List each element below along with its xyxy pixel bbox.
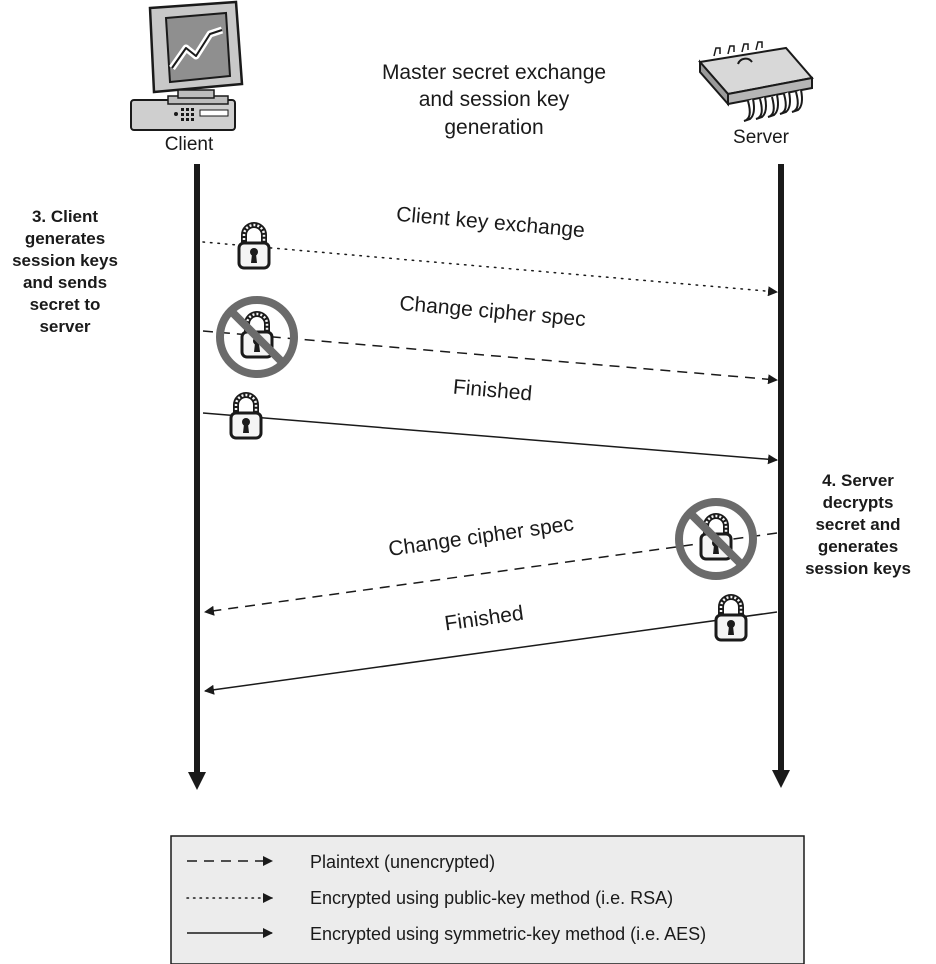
server-note-line: secret and	[815, 515, 900, 534]
diagram-title-line-3: generation	[444, 116, 543, 139]
legend-box	[170, 835, 805, 964]
chip-icon	[698, 41, 814, 122]
message-arrow	[204, 532, 778, 616]
message-arrow	[202, 412, 778, 465]
message-label: Change cipher spec	[387, 512, 575, 561]
message-arrow	[204, 611, 778, 695]
lock-icon-crossed	[675, 498, 757, 580]
client-note-line: and sends	[23, 273, 107, 292]
lock-icon-crossed	[216, 296, 298, 378]
client-note-line: session keys	[12, 251, 118, 270]
lock-icon	[231, 395, 261, 438]
message-arrow	[202, 241, 778, 297]
lock-icon	[716, 597, 746, 640]
message-finished-server: Finished	[204, 597, 778, 695]
message-label: Finished	[443, 602, 525, 636]
message-arrow	[202, 330, 778, 385]
client-note-line: server	[39, 317, 90, 336]
client-note-line: 3. Client	[32, 207, 98, 226]
legend-label: Encrypted using public-key method (i.e. …	[310, 888, 673, 908]
legend-item-symmetric-key: Encrypted using symmetric-key method (i.…	[187, 924, 706, 944]
legend-item-plaintext: Plaintext (unencrypted)	[187, 852, 495, 872]
message-label: Change cipher spec	[399, 292, 587, 331]
lock-icon	[239, 225, 269, 268]
server-step-note: 4. Server decrypts secret and generates …	[805, 471, 911, 578]
message-change-cipher-spec-client: Change cipher spec	[202, 292, 778, 385]
message-label: Client key exchange	[395, 203, 585, 242]
message-label: Finished	[452, 376, 533, 406]
server-note-line: 4. Server	[822, 471, 894, 490]
client-label: Client	[165, 134, 214, 155]
diagram-title-line-2: and session key	[419, 88, 570, 111]
client-lifeline-arrowhead	[188, 772, 206, 790]
diagram-title-line-1: Master secret exchange	[382, 61, 606, 84]
message-change-cipher-spec-server: Change cipher spec	[204, 498, 778, 616]
server-note-line: decrypts	[823, 493, 894, 512]
server-note-line: session keys	[805, 559, 911, 578]
client-note-line: generates	[25, 229, 105, 248]
computer-icon	[130, 0, 244, 131]
server-note-line: generates	[818, 537, 898, 556]
legend: Plaintext (unencrypted) Encrypted using …	[170, 835, 805, 964]
client-note-line: secret to	[30, 295, 101, 314]
legend-label: Encrypted using symmetric-key method (i.…	[310, 924, 706, 944]
server-label: Server	[733, 127, 790, 148]
legend-label: Plaintext (unencrypted)	[310, 852, 495, 872]
client-step-note: 3. Client generates session keys and sen…	[12, 207, 118, 336]
legend-item-public-key: Encrypted using public-key method (i.e. …	[186, 888, 673, 908]
server-lifeline-arrowhead	[772, 770, 790, 788]
message-finished-client: Finished	[202, 376, 778, 465]
message-client-key-exchange: Client key exchange	[202, 203, 778, 297]
